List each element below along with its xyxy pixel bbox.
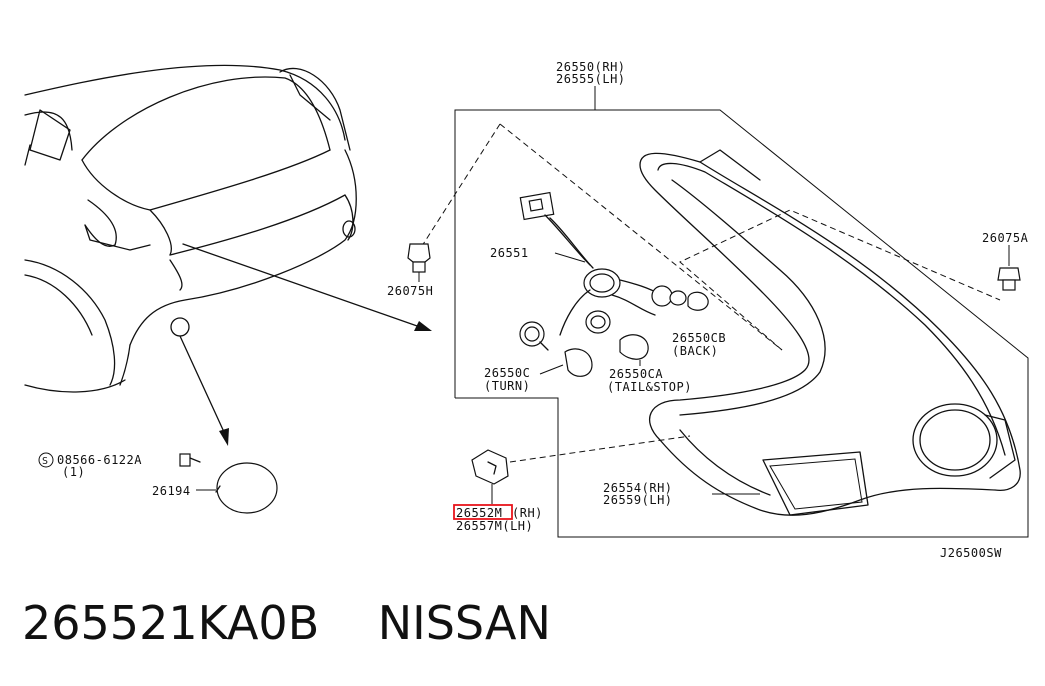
caption-part-number: 265521KA0B [22,596,320,650]
screw-part [179,453,201,467]
label-bulb-turn-code: 26550C [484,366,530,380]
label-bulb-tail-code: 26550CA [609,367,663,381]
label-screw-qty: (1) [62,465,85,479]
clip-26075a-part [997,245,1021,291]
arrow-head-icon [414,321,432,331]
label-bracket-rh-suffix: (RH) [512,506,543,520]
label-harness: 26551 [490,246,529,260]
label-clip-h: 26075H [387,284,433,298]
label-bulb-back-name: (BACK) [672,344,718,358]
callout-arrows [179,243,432,446]
bulb-turn-part [564,348,593,377]
clip-26075h-part [407,243,431,282]
label-bulb-back-code: 26550CB [672,331,726,345]
caption-brand: NISSAN [377,596,551,650]
assembly-frame [454,86,1029,538]
label-diagram-id: J26500SW [940,546,1002,560]
vehicle-rear-drawing [24,64,357,393]
bulb-tail-part [619,334,649,360]
label-screw-code: 08566-6122A [57,453,142,467]
screw-symbol-badge: S [38,452,54,468]
label-leaders [196,252,760,495]
arrow-head-icon [219,428,229,446]
dashed-leaders [421,123,1001,463]
label-assy-rh: 26550(RH) [556,60,626,74]
part-caption: 265521KA0B NISSAN [22,596,551,650]
label-bracket-lh: 26557M(LH) [456,519,533,533]
label-lens-lh: 26559(LH) [603,493,673,507]
label-bulb-tail-name: (TAIL&STOP) [607,380,692,394]
label-bracket-rh-code: 26552M [456,506,502,520]
screw-symbol: S [42,456,49,467]
label-assy-lh: 26555(LH) [556,72,626,86]
tail-lamp-body [639,149,1021,516]
label-cap: 26194 [152,484,191,498]
highlight-box [453,504,513,520]
cap-26194-part [215,462,278,514]
bracket-26552m-part [471,449,509,504]
label-clip-a: 26075A [982,231,1029,245]
harness-26551-part [519,191,687,351]
label-lens-rh: 26554(RH) [603,481,673,495]
label-bulb-turn-name: (TURN) [484,379,530,393]
bulb-back-part [687,291,709,311]
